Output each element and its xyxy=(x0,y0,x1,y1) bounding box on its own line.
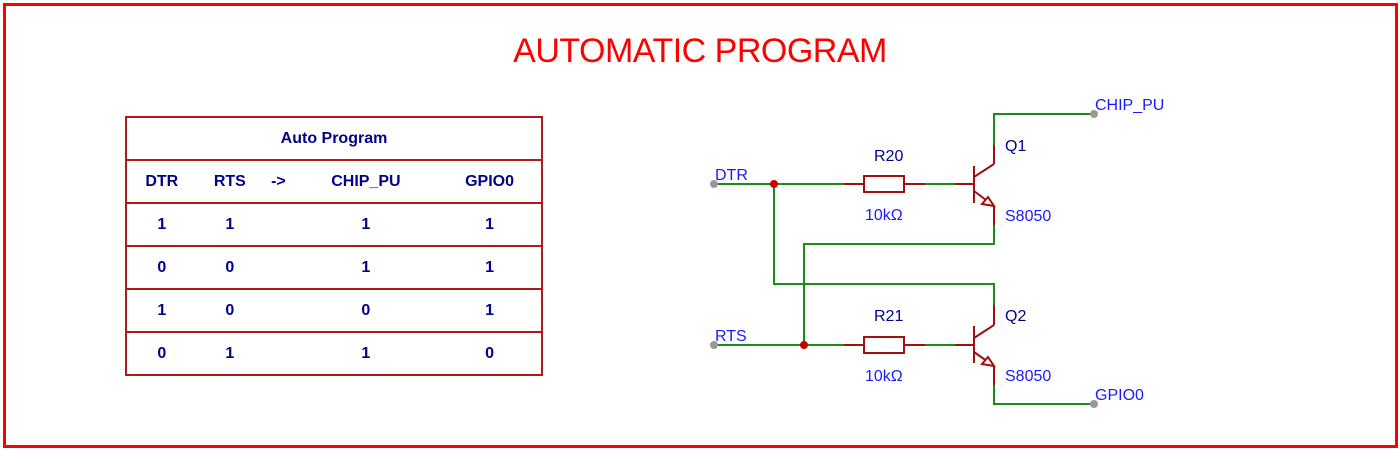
resistor-r21 xyxy=(844,336,925,354)
junction-dtr xyxy=(770,180,778,188)
label-r20-ref: R20 xyxy=(874,148,903,165)
net-label-gpio0: GPIO0 xyxy=(1095,387,1144,404)
cell-chip-pu: 1 xyxy=(293,202,439,247)
table-row: 0 0 1 1 xyxy=(125,245,543,290)
cell-dtr: 0 xyxy=(125,331,197,376)
transistor-q1 xyxy=(955,145,997,225)
transistor-q2 xyxy=(955,305,997,385)
port-chip-pu xyxy=(1090,110,1098,118)
cell-gpio0: 0 xyxy=(438,331,543,376)
label-r21-value: 10kΩ xyxy=(865,368,903,385)
wire-q2-emitter-to-gpio0 xyxy=(993,385,1094,405)
cell-chip-pu: 1 xyxy=(293,331,439,376)
diagram-frame xyxy=(3,3,1398,448)
cell-rts: 1 xyxy=(196,202,264,247)
wire-q1-collector-to-chip-pu xyxy=(993,113,1094,145)
label-q2-ref: Q2 xyxy=(1005,308,1026,325)
truth-table: Auto Program DTR RTS -> CHIP_PU GPIO0 1 … xyxy=(125,116,543,376)
wire-dtr-to-q2-collector xyxy=(773,184,995,305)
cell-dtr: 1 xyxy=(125,288,197,333)
table-row: 1 1 1 1 xyxy=(125,202,543,247)
cell-rts: 0 xyxy=(196,245,264,290)
header-dtr: DTR xyxy=(125,159,197,204)
diagram-title: AUTOMATIC PROGRAM xyxy=(513,32,887,70)
header-arrow: -> xyxy=(263,159,294,204)
net-label-rts: RTS xyxy=(715,328,747,345)
cell-rts: 1 xyxy=(196,331,264,376)
cell-arrow xyxy=(263,331,294,376)
junction-rts xyxy=(800,341,808,349)
label-r20-value: 10kΩ xyxy=(865,207,903,224)
resistor-r20 xyxy=(844,175,925,193)
table-row: 0 1 1 0 xyxy=(125,331,543,376)
label-r21-ref: R21 xyxy=(874,308,903,325)
cell-arrow xyxy=(263,202,294,247)
cell-gpio0: 1 xyxy=(438,245,543,290)
cell-gpio0: 1 xyxy=(438,202,543,247)
label-q1-part: S8050 xyxy=(1005,208,1051,225)
cell-gpio0: 1 xyxy=(438,288,543,333)
port-dtr xyxy=(710,180,718,188)
cell-arrow xyxy=(263,245,294,290)
net-label-dtr: DTR xyxy=(715,167,748,184)
label-q1-ref: Q1 xyxy=(1005,138,1026,155)
cell-arrow xyxy=(263,288,294,333)
header-rts: RTS xyxy=(196,159,264,204)
cell-chip-pu: 1 xyxy=(293,245,439,290)
table-row: 1 0 0 1 xyxy=(125,288,543,333)
truth-table-caption: Auto Program xyxy=(125,116,543,161)
port-rts xyxy=(710,341,718,349)
net-label-chip-pu: CHIP_PU xyxy=(1095,97,1164,114)
truth-table-caption-row: Auto Program xyxy=(125,116,543,161)
cell-chip-pu: 0 xyxy=(293,288,439,333)
truth-table-header-row: DTR RTS -> CHIP_PU GPIO0 xyxy=(125,159,543,204)
wires xyxy=(714,113,1094,405)
cell-dtr: 1 xyxy=(125,202,197,247)
cell-dtr: 0 xyxy=(125,245,197,290)
header-gpio0: GPIO0 xyxy=(438,159,543,204)
label-q2-part: S8050 xyxy=(1005,368,1051,385)
header-chip-pu: CHIP_PU xyxy=(293,159,439,204)
cell-rts: 0 xyxy=(196,288,264,333)
port-gpio0 xyxy=(1090,400,1098,408)
components xyxy=(844,145,997,385)
wire-q1-emitter-to-rts xyxy=(803,225,995,345)
